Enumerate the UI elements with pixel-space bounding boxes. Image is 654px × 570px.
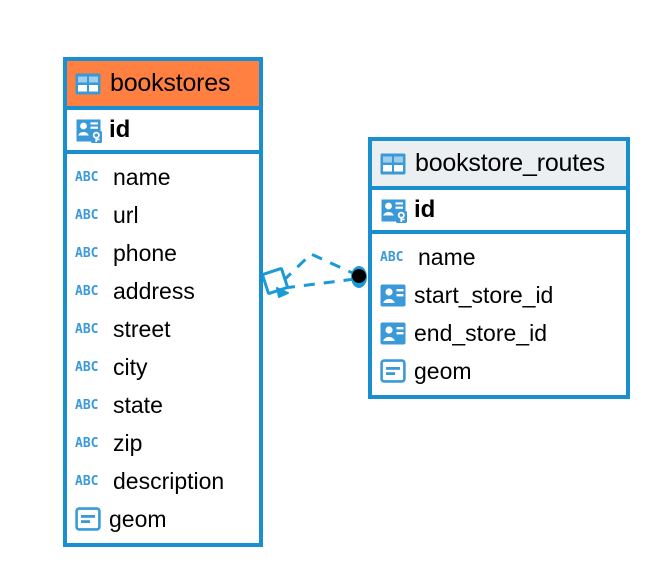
field-row-name[interactable]: ABC name — [372, 238, 626, 276]
relationship-line-lower — [283, 277, 356, 290]
field-row-street[interactable]: ABC street — [67, 310, 259, 348]
text-abc-icon: ABC — [75, 245, 99, 261]
field-label: geom — [414, 357, 472, 384]
text-abc-icon: ABC — [380, 249, 404, 265]
relationship-diamond-endpoint — [261, 267, 289, 298]
text-abc-icon: ABC — [75, 359, 99, 375]
geometry-icon — [75, 507, 101, 531]
field-row-description[interactable]: ABC description — [67, 462, 259, 500]
field-label: geom — [109, 505, 167, 532]
field-row-geom[interactable]: geom — [67, 500, 259, 538]
foreign-key-icon — [380, 284, 406, 307]
field-label: id — [109, 116, 131, 143]
primary-key-icon — [380, 198, 407, 223]
field-row-primary-key[interactable]: id — [67, 110, 259, 154]
text-abc-icon: ABC — [75, 169, 99, 185]
foreign-key-icon — [380, 322, 406, 345]
field-label: id — [414, 196, 436, 223]
text-abc-icon: ABC — [75, 473, 99, 489]
entity-header-bookstores[interactable]: bookstores — [67, 61, 259, 110]
text-abc-icon: ABC — [75, 435, 99, 451]
field-label: start_store_id — [414, 281, 554, 308]
text-abc-icon: ABC — [75, 207, 99, 223]
field-row-zip[interactable]: ABC zip — [67, 424, 259, 462]
field-label: city — [113, 353, 148, 380]
field-row-url[interactable]: ABC url — [67, 196, 259, 234]
field-row-city[interactable]: ABC city — [67, 348, 259, 386]
field-label: url — [113, 201, 139, 228]
field-label: description — [113, 467, 225, 494]
field-label: name — [418, 243, 476, 270]
field-row-phone[interactable]: ABC phone — [67, 234, 259, 272]
field-label: zip — [113, 429, 143, 456]
entity-title: bookstores — [110, 69, 231, 97]
text-abc-icon: ABC — [75, 397, 99, 413]
field-row-start-store-id[interactable]: start_store_id — [372, 276, 626, 314]
geometry-icon — [380, 359, 406, 383]
field-label: address — [113, 277, 195, 304]
primary-key-icon — [75, 118, 102, 143]
field-list-bookstores: ABC name ABC url ABC phone ABC address A… — [67, 154, 259, 538]
text-abc-icon: ABC — [75, 283, 99, 299]
field-label: end_store_id — [414, 319, 547, 346]
field-label: name — [113, 163, 171, 190]
field-row-name[interactable]: ABC name — [67, 158, 259, 196]
field-row-address[interactable]: ABC address — [67, 272, 259, 310]
table-icon — [75, 73, 101, 95]
field-list-bookstore-routes: ABC name start_store_id — [372, 234, 626, 390]
entity-title: bookstore_routes — [415, 149, 605, 177]
field-row-primary-key[interactable]: id — [372, 190, 626, 234]
relationship-circle-endpoint — [351, 266, 367, 288]
field-row-geom[interactable]: geom — [372, 352, 626, 390]
text-abc-icon: ABC — [75, 321, 99, 337]
field-row-end-store-id[interactable]: end_store_id — [372, 314, 626, 352]
table-icon — [380, 153, 406, 175]
field-label: phone — [113, 239, 177, 266]
field-row-state[interactable]: ABC state — [67, 386, 259, 424]
field-label: street — [113, 315, 171, 342]
entity-bookstore-routes[interactable]: bookstore_routes id — [368, 137, 630, 399]
relationship-line-upper — [281, 252, 358, 283]
entity-header-bookstore-routes[interactable]: bookstore_routes — [372, 141, 626, 190]
entity-bookstores[interactable]: bookstores id — [63, 57, 263, 547]
field-label: state — [113, 391, 163, 418]
